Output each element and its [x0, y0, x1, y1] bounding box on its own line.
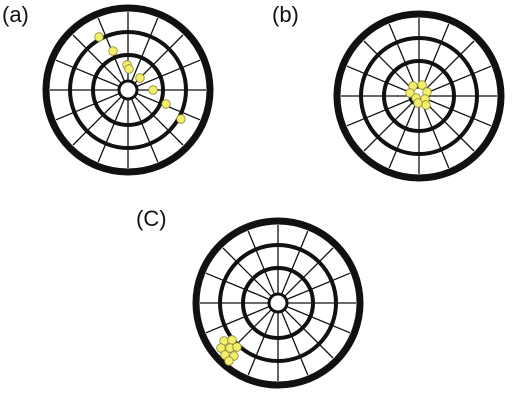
- hit-marker: [108, 46, 118, 56]
- target-c-bullseye: [267, 292, 289, 314]
- hit-marker: [417, 80, 427, 90]
- hit-marker: [232, 342, 242, 352]
- panel-c-label: (C): [136, 206, 167, 231]
- hit-marker: [148, 85, 158, 95]
- hit-marker: [421, 100, 431, 110]
- hit-marker: [405, 88, 415, 98]
- target-c-outer-ring: [192, 217, 364, 389]
- panel-a-label: (a): [2, 2, 29, 27]
- hit-marker: [176, 114, 186, 124]
- hit-marker: [161, 99, 171, 109]
- hit-marker: [413, 98, 423, 108]
- target-b-spokes: [341, 18, 497, 174]
- target-c: [192, 217, 364, 389]
- target-b-outer-ring: [333, 10, 505, 182]
- panel-b-label: (b): [272, 2, 299, 27]
- hit-marker: [94, 32, 104, 42]
- target-a-hits: [94, 32, 186, 124]
- hit-marker: [224, 356, 234, 366]
- target-b-hits: [405, 80, 432, 110]
- hit-marker: [135, 73, 145, 83]
- target-a: [42, 4, 214, 176]
- target-b: [333, 10, 505, 182]
- hit-marker: [124, 64, 134, 74]
- target-a-bullseye: [117, 79, 139, 101]
- target-a-outer-ring: [42, 4, 214, 176]
- target-c-hits: [216, 335, 242, 366]
